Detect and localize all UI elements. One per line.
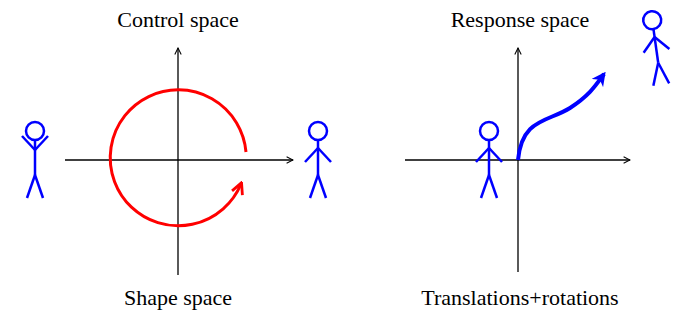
x-axis: [65, 159, 293, 160]
space-caption: Translations+rotations: [421, 286, 618, 310]
stick-figure: [22, 122, 48, 198]
space-title: Control space: [117, 8, 239, 32]
space-title: Response space: [451, 8, 590, 32]
space-caption: Shape space: [124, 286, 232, 310]
response-curve: [518, 74, 604, 160]
stick-figure: [476, 122, 502, 198]
y-axis: [177, 48, 178, 275]
control-loop: [110, 90, 246, 226]
stick-figure: [638, 9, 674, 86]
stick-figure: [305, 122, 331, 198]
